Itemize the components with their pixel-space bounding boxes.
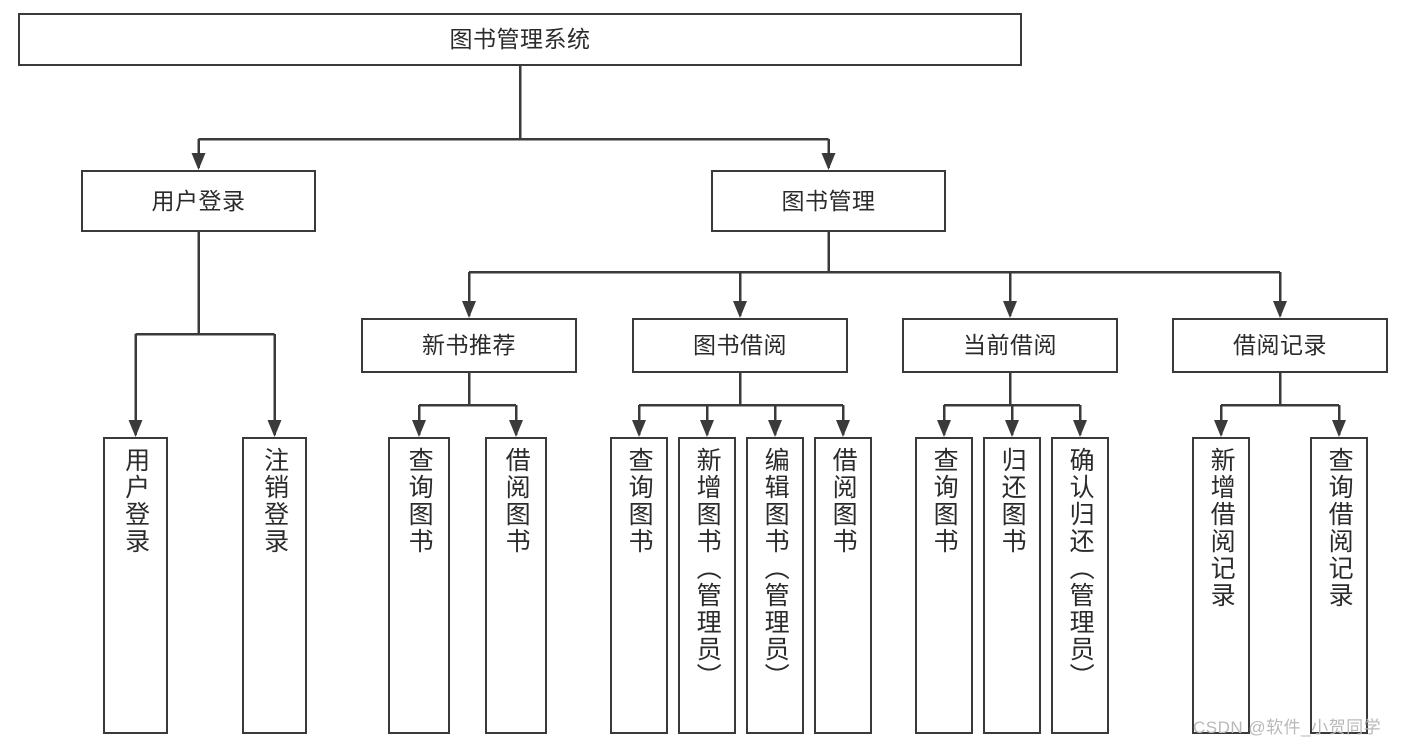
node-label: 新增图书（管理员） — [693, 447, 722, 690]
node-l-logout[interactable]: 注销登录 — [242, 437, 307, 734]
node-label: 借阅记录 — [1233, 332, 1327, 359]
arrow-head-icon — [733, 301, 747, 318]
node-label: 编辑图书（管理员） — [761, 447, 790, 690]
node-l-cu-query[interactable]: 查询图书 — [915, 437, 973, 734]
node-label: 图书管理 — [781, 187, 876, 214]
node-root[interactable]: 图书管理系统 — [18, 13, 1022, 66]
arrow-head-icon — [700, 420, 714, 437]
arrow-head-icon — [1214, 420, 1228, 437]
node-label: 图书管理系统 — [449, 26, 591, 53]
arrow-head-icon — [128, 420, 143, 437]
arrow-head-icon — [1073, 420, 1087, 437]
node-label: 当前借阅 — [963, 332, 1057, 359]
node-current[interactable]: 当前借阅 — [902, 318, 1118, 373]
node-l-bk-edit[interactable]: 编辑图书（管理员） — [746, 437, 804, 734]
node-l-nb-query[interactable]: 查询图书 — [388, 437, 450, 734]
node-label: 确认归还（管理员） — [1066, 447, 1095, 690]
arrow-head-icon — [937, 420, 951, 437]
node-login[interactable]: 用户登录 — [81, 170, 316, 232]
node-l-bk-lend[interactable]: 借阅图书 — [814, 437, 872, 734]
arrow-head-icon — [462, 301, 476, 318]
node-label: 借阅图书 — [829, 447, 858, 555]
node-label: 查询图书 — [405, 447, 434, 555]
node-newbook[interactable]: 新书推荐 — [361, 318, 577, 373]
node-label: 新书推荐 — [422, 332, 516, 359]
node-label: 注销登录 — [260, 447, 289, 555]
arrow-head-icon — [1005, 420, 1019, 437]
node-l-bk-add[interactable]: 新增图书（管理员） — [678, 437, 736, 734]
arrow-head-icon — [267, 420, 282, 437]
node-l-rc-query[interactable]: 查询借阅记录 — [1310, 437, 1368, 734]
node-l-bk-query[interactable]: 查询图书 — [610, 437, 668, 734]
arrow-head-icon — [1273, 301, 1287, 318]
node-label: 借阅图书 — [502, 447, 531, 555]
node-label: 查询图书 — [625, 447, 654, 555]
node-label: 用户登录 — [121, 447, 150, 555]
node-l-login[interactable]: 用户登录 — [103, 437, 168, 734]
node-bookmgmt[interactable]: 图书管理 — [711, 170, 946, 232]
arrow-head-icon — [509, 420, 523, 437]
node-records[interactable]: 借阅记录 — [1172, 318, 1388, 373]
node-label: 查询图书 — [930, 447, 959, 555]
arrow-head-icon — [768, 420, 782, 437]
arrow-head-icon — [1332, 420, 1346, 437]
node-l-cu-conf[interactable]: 确认归还（管理员） — [1051, 437, 1109, 734]
node-label: 新增借阅记录 — [1207, 447, 1236, 609]
node-label: 查询借阅记录 — [1325, 447, 1354, 609]
watermark-label: CSDN @软件_小贺同学 — [1193, 718, 1382, 737]
arrow-head-icon — [412, 420, 426, 437]
arrow-head-icon — [836, 420, 850, 437]
arrow-head-icon — [821, 153, 836, 170]
arrow-head-icon — [632, 420, 646, 437]
node-borrow[interactable]: 图书借阅 — [632, 318, 848, 373]
node-l-nb-borrow[interactable]: 借阅图书 — [485, 437, 547, 734]
node-l-rc-add[interactable]: 新增借阅记录 — [1192, 437, 1250, 734]
node-label: 用户登录 — [151, 187, 246, 214]
arrow-head-icon — [1003, 301, 1017, 318]
node-label: 图书借阅 — [693, 332, 787, 359]
arrow-head-icon — [191, 153, 206, 170]
node-l-cu-return[interactable]: 归还图书 — [983, 437, 1041, 734]
node-label: 归还图书 — [998, 447, 1027, 555]
